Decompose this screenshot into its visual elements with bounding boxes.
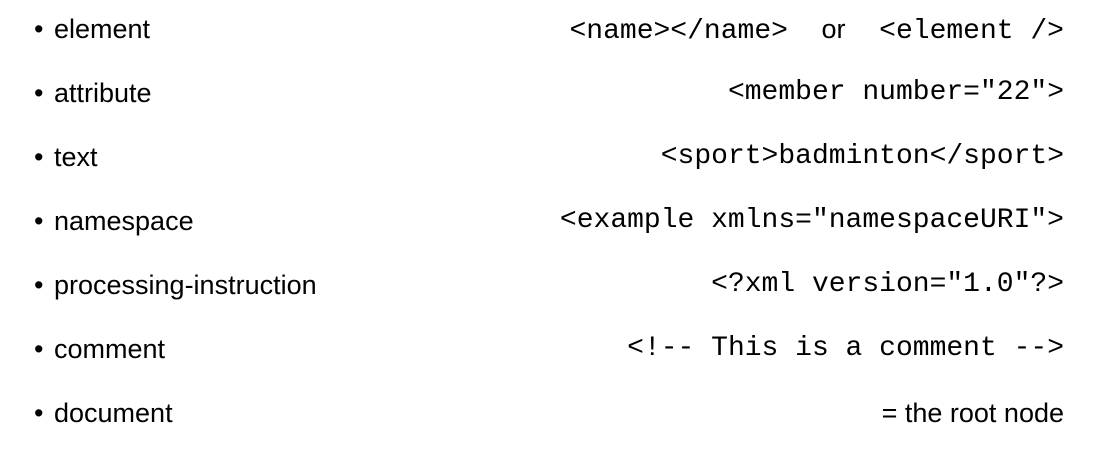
node-type-term: namespace	[54, 206, 194, 236]
node-type-label: • element	[34, 14, 150, 44]
node-type-term: element	[54, 14, 151, 44]
node-type-label: • text	[34, 142, 98, 172]
node-type-example: <name></name> or <element />	[569, 13, 1064, 48]
node-type-row-text: • text <sport>badminton</sport>	[34, 136, 1064, 176]
node-type-example: = the root node	[881, 398, 1064, 428]
node-type-row-element: • element <name></name> or <element />	[34, 8, 1064, 48]
bullet-icon: •	[34, 270, 44, 300]
node-type-row-processing-instruction: • processing-instruction <?xml version="1…	[34, 264, 1064, 304]
bullet-icon: •	[34, 14, 44, 44]
bullet-icon: •	[34, 206, 44, 236]
node-type-example: <example xmlns="namespaceURI">	[559, 205, 1064, 236]
node-type-label: • comment	[34, 334, 165, 364]
node-type-example: <?xml version="1.0"?>	[711, 269, 1064, 300]
node-type-example: <member number="22">	[727, 77, 1064, 108]
example-code-a: <name></name>	[569, 16, 788, 47]
node-type-term: text	[54, 142, 98, 172]
node-type-label: • processing-instruction	[34, 270, 317, 300]
node-type-label: • namespace	[34, 206, 194, 236]
bullet-icon: •	[34, 142, 44, 172]
node-type-example: <sport>badminton</sport>	[660, 141, 1064, 172]
bullet-icon: •	[34, 398, 44, 428]
node-type-term: document	[54, 398, 173, 428]
node-type-row-attribute: • attribute <member number="22">	[34, 72, 1064, 112]
node-type-example: <!-- This is a comment -->	[627, 333, 1064, 364]
node-type-term: attribute	[54, 78, 152, 108]
bullet-icon: •	[34, 78, 44, 108]
bullet-icon: •	[34, 334, 44, 364]
node-type-label: • document	[34, 398, 173, 428]
or-word: or	[821, 14, 846, 44]
example-code-b: <element />	[879, 16, 1064, 47]
node-type-term: comment	[54, 334, 166, 364]
node-type-row-comment: • comment <!-- This is a comment -->	[34, 328, 1064, 368]
node-type-label: • attribute	[34, 78, 152, 108]
node-type-row-document: • document = the root node	[34, 392, 1064, 432]
node-type-row-namespace: • namespace <example xmlns="namespaceURI"…	[34, 200, 1064, 240]
node-type-term: processing-instruction	[54, 270, 317, 300]
